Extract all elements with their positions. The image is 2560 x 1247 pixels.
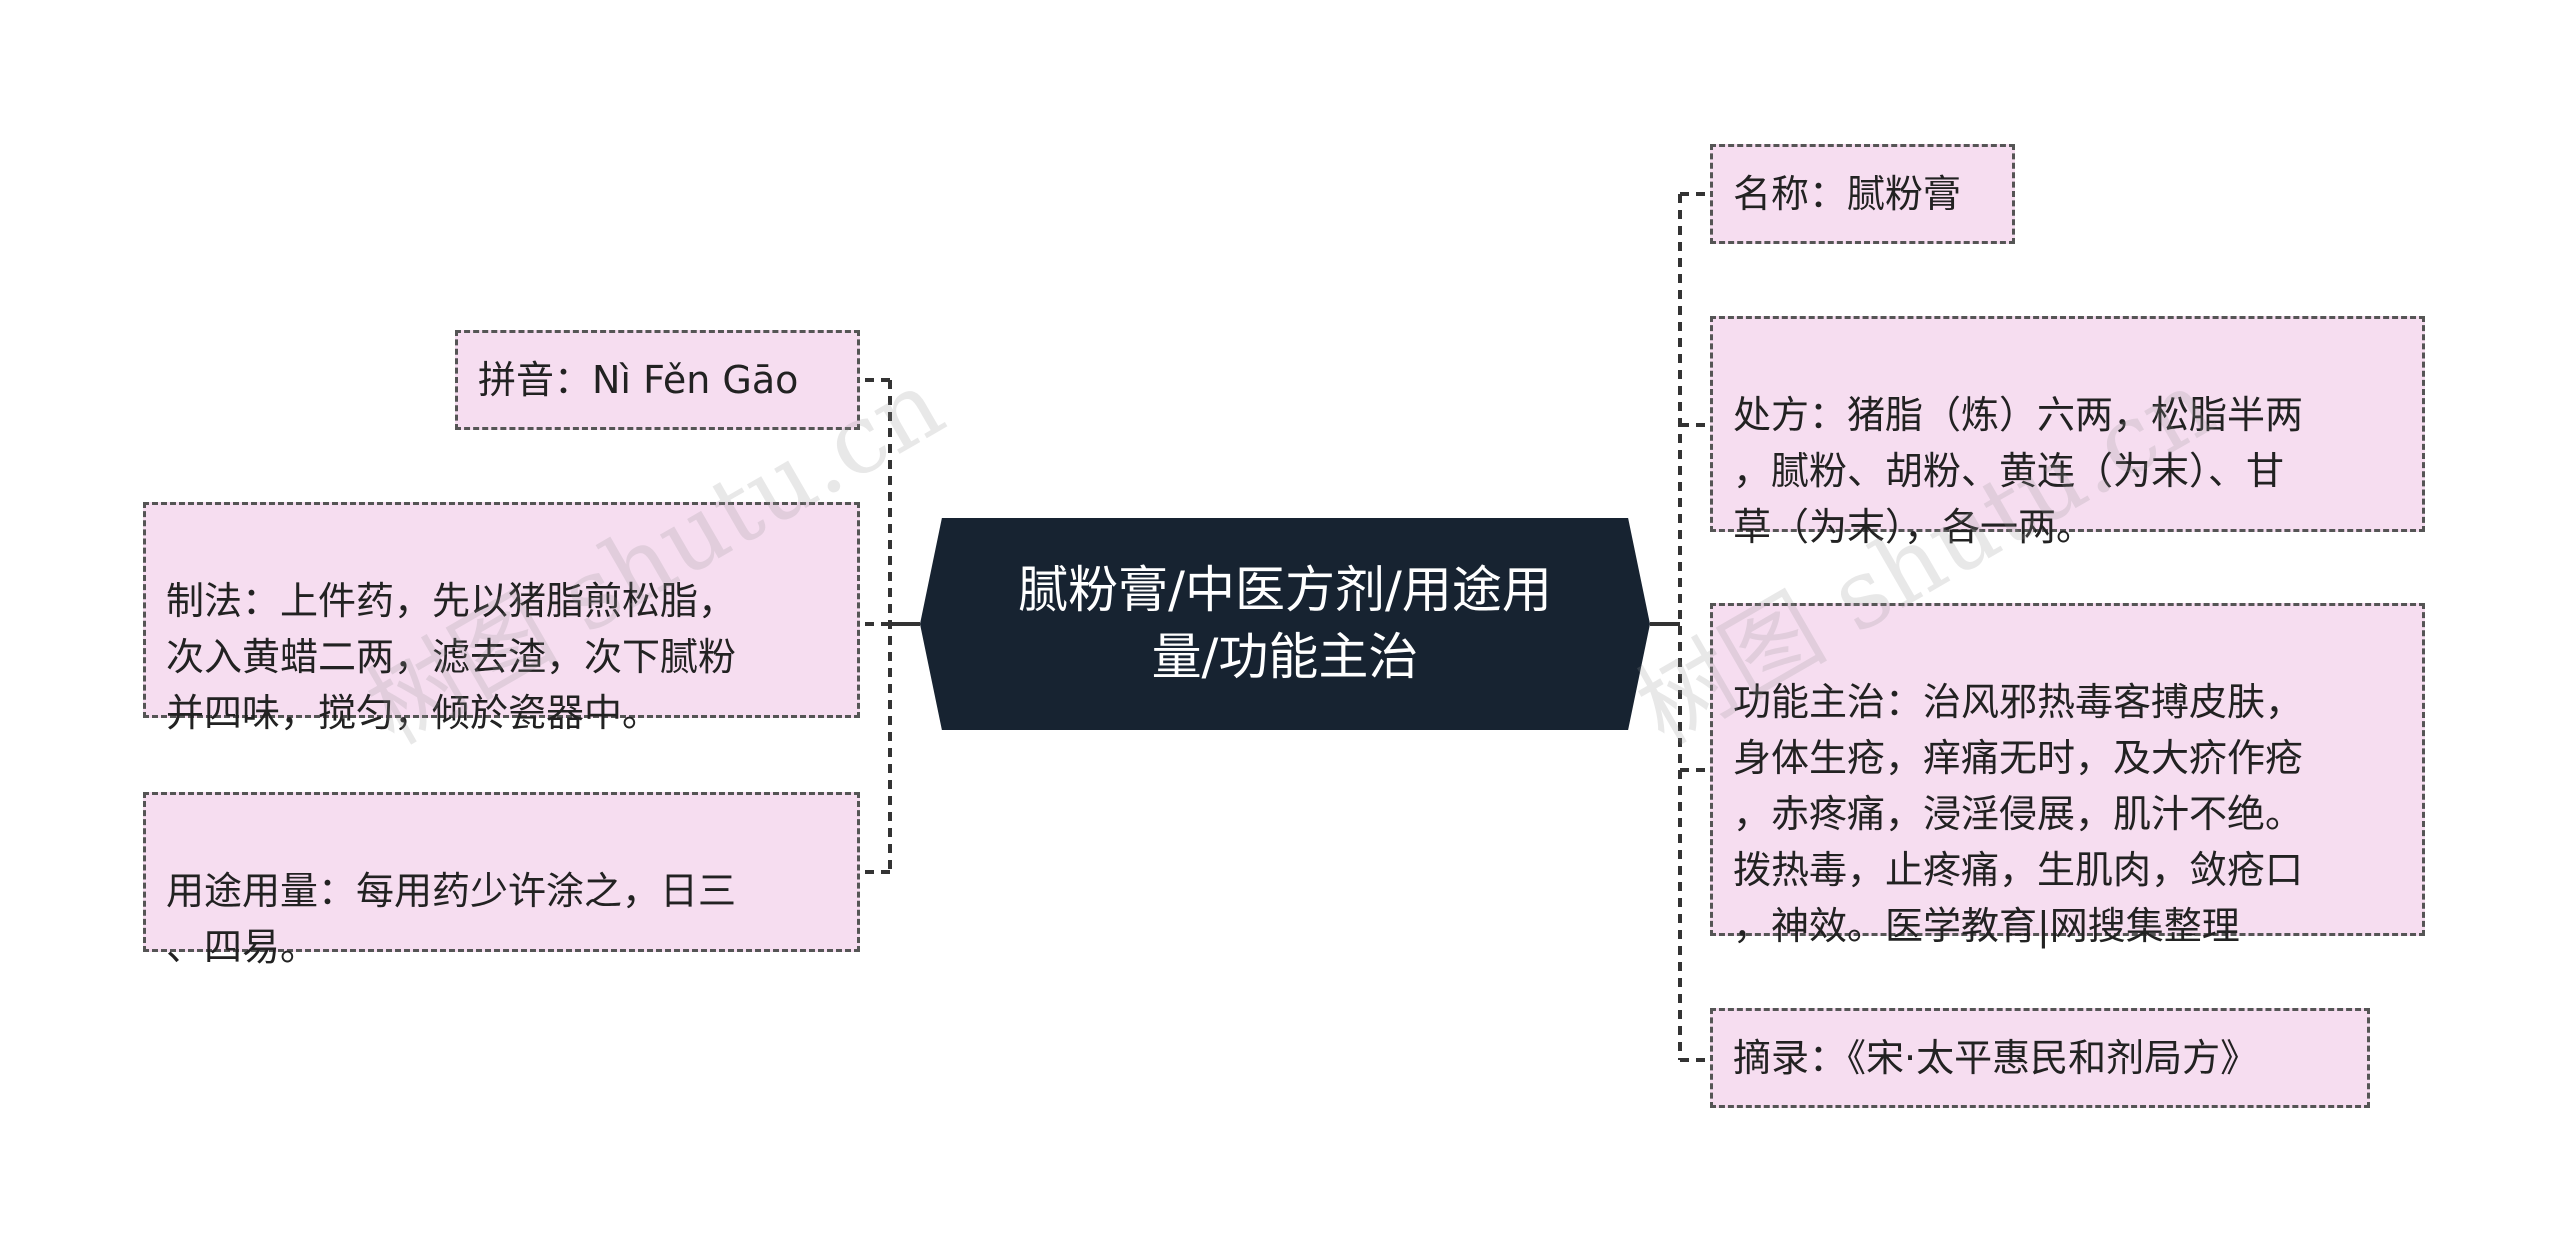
topic-preparation-text: 制法：上件药，先以猪脂煎松脂， 次入黄蜡二两，滤去渣，次下腻粉 并四味，搅匀，倾… (166, 579, 737, 735)
topic-preparation[interactable]: 制法：上件药，先以猪脂煎松脂， 次入黄蜡二两，滤去渣，次下腻粉 并四味，搅匀，倾… (143, 502, 860, 735)
topic-name[interactable]: 名称：腻粉膏 (1710, 144, 2015, 244)
topic-pinyin[interactable]: 拼音：Nì Fěn Gāo (455, 330, 860, 430)
topic-usage-dosage[interactable]: 用途用量：每用药少许涂之，日三 、四易。 (143, 792, 860, 969)
central-topic[interactable]: 腻粉膏/中医方剂/用途用量/功能主治 (920, 518, 1650, 730)
topic-indications[interactable]: 功能主治：治风邪热毒客搏皮肤， 身体生疮，痒痛无时，及大疥作疮 ，赤疼痛，浸淫侵… (1710, 603, 2425, 948)
topic-indications-text: 功能主治：治风邪热毒客搏皮肤， 身体生疮，痒痛无时，及大疥作疮 ，赤疼痛，浸淫侵… (1733, 680, 2304, 948)
topic-source-text: 摘录：《宋·太平惠民和剂局方》 (1733, 1036, 2259, 1080)
topic-source[interactable]: 摘录：《宋·太平惠民和剂局方》 (1710, 1008, 2370, 1108)
topic-prescription-text: 处方：猪脂（炼）六两，松脂半两 ，腻粉、胡粉、黄连（为末）、甘 草（为末），各一… (1733, 393, 2304, 549)
central-topic-label: 腻粉膏/中医方剂/用途用量/功能主治 (1018, 560, 1552, 687)
topic-pinyin-text: 拼音：Nì Fěn Gāo (478, 358, 799, 402)
topic-name-text: 名称：腻粉膏 (1733, 172, 1962, 216)
topic-usage-dosage-text: 用途用量：每用药少许涂之，日三 、四易。 (166, 869, 737, 969)
topic-prescription[interactable]: 处方：猪脂（炼）六两，松脂半两 ，腻粉、胡粉、黄连（为末）、甘 草（为末），各一… (1710, 316, 2425, 549)
